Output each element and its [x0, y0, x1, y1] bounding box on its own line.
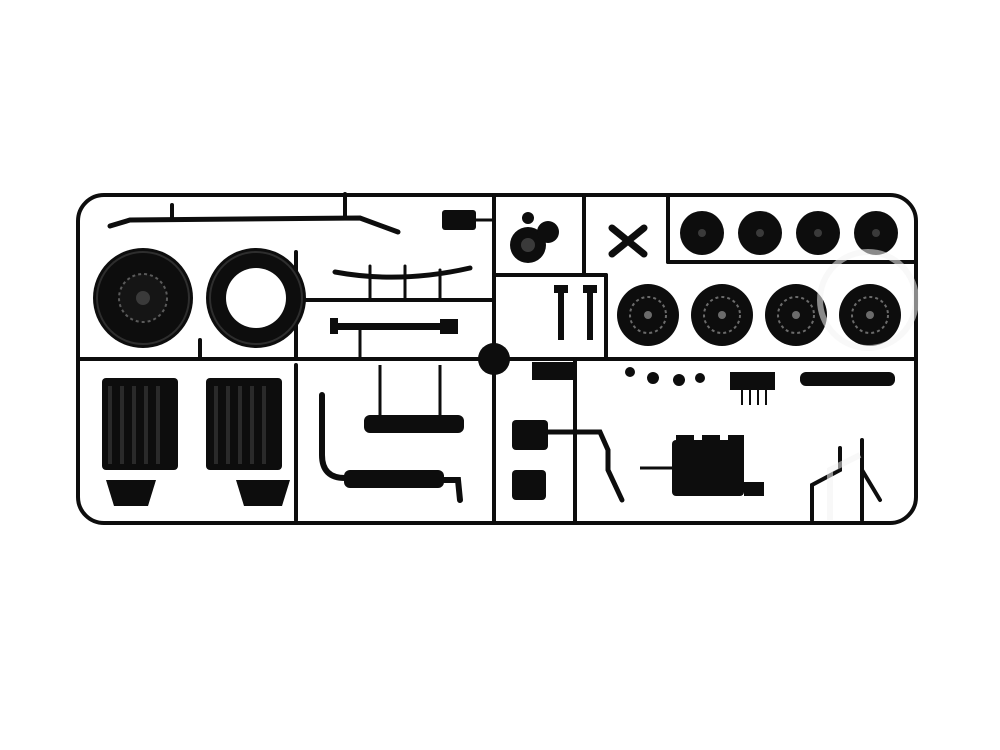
engine-block-left	[102, 378, 178, 506]
leaf-spring-arc	[332, 265, 473, 280]
rims-row	[617, 284, 901, 346]
small-block	[532, 362, 576, 380]
small-parts-strip	[532, 362, 895, 405]
transmission-block	[640, 435, 764, 496]
seat-block	[442, 210, 494, 230]
tire-right-hole	[226, 268, 286, 328]
large-tire-right	[206, 248, 306, 348]
drive-shaft-joint-right	[440, 319, 458, 334]
muffler-upper	[364, 365, 464, 433]
rim-3	[765, 284, 827, 346]
engine-right-base	[236, 480, 290, 506]
watermark-logo	[817, 249, 919, 520]
rim-1	[617, 284, 679, 346]
exhaust-pipe	[319, 392, 463, 503]
drive-shaft-rod	[333, 323, 458, 330]
muffler-lower	[344, 470, 444, 488]
rod-part	[800, 372, 895, 386]
small-wheel-4	[854, 211, 898, 255]
tire-left-center	[136, 291, 150, 305]
housing-parts	[512, 420, 625, 503]
tire-left-tread	[96, 251, 190, 345]
axle-bar	[107, 215, 401, 235]
drive-shaft	[330, 318, 458, 358]
axle-bar-rod	[107, 215, 401, 235]
cross-bar-b	[608, 224, 648, 258]
pulley-cluster	[510, 212, 559, 263]
drive-shaft-joint-left	[330, 318, 338, 334]
central-hub-disc	[478, 343, 510, 375]
strut-right	[587, 290, 593, 340]
leaf-spring	[332, 264, 473, 302]
rim-2	[691, 284, 753, 346]
pulley-top	[522, 212, 534, 224]
housing-lower	[512, 470, 546, 500]
tire-right-tread	[209, 251, 303, 345]
connector-block	[730, 372, 775, 390]
pulley-small	[537, 221, 559, 243]
pulley-center	[521, 238, 535, 252]
small-wheel-3	[796, 211, 840, 255]
housing-upper	[512, 420, 548, 450]
seat-block-body	[442, 210, 476, 230]
large-tire-left	[93, 248, 193, 348]
struts-pair	[554, 285, 597, 340]
cross-part	[608, 224, 648, 258]
strut-left	[558, 290, 564, 340]
small-wheels-top-row	[680, 211, 898, 255]
small-wheel-2	[738, 211, 782, 255]
engine-block-right	[206, 378, 290, 506]
rim-4	[839, 284, 901, 346]
small-wheel-1	[680, 211, 724, 255]
central-hub	[478, 343, 510, 375]
engine-left-base	[106, 480, 156, 506]
bracket-parts	[810, 438, 882, 522]
linkage-arm	[545, 429, 625, 503]
